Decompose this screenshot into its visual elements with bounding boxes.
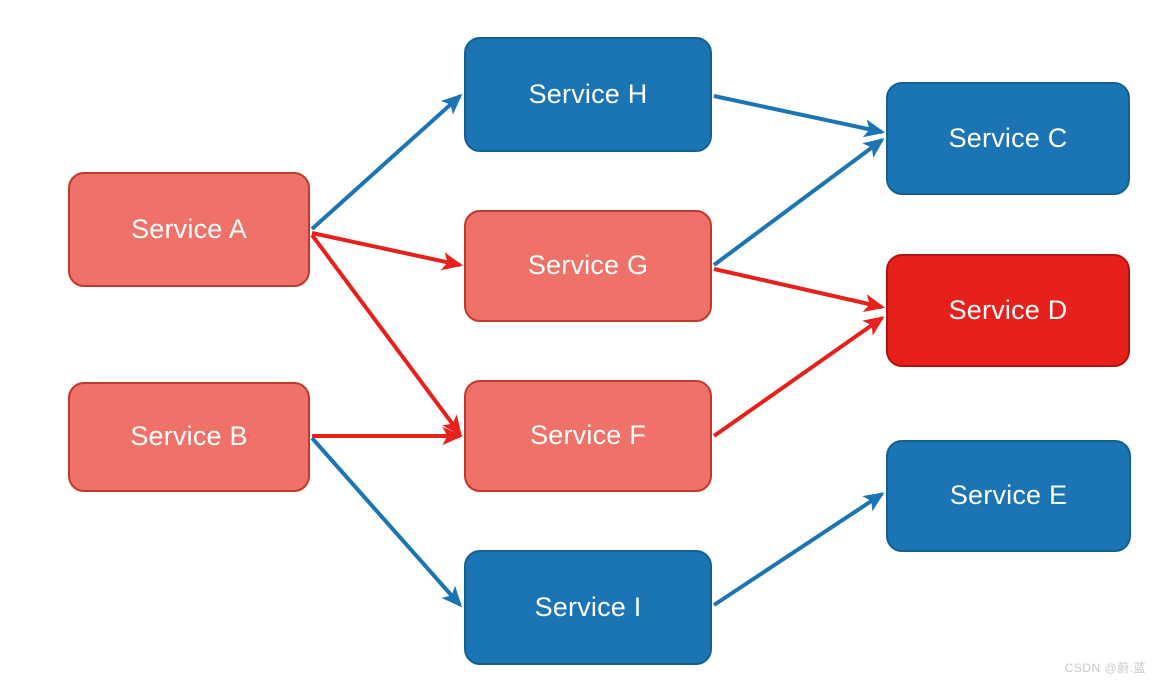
node-service-a[interactable]: Service A	[68, 172, 310, 287]
edge-f-to-d	[712, 316, 885, 438]
node-label: Service F	[530, 420, 646, 451]
node-service-g[interactable]: Service G	[464, 210, 712, 322]
node-label: Service E	[949, 480, 1068, 511]
edge-a-to-h	[310, 93, 463, 231]
node-service-h[interactable]: Service H	[464, 37, 712, 152]
node-label: Service B	[130, 421, 248, 452]
node-service-d[interactable]: Service D	[886, 254, 1130, 367]
node-service-b[interactable]: Service B	[68, 382, 310, 492]
edge-a-to-g	[311, 231, 464, 271]
node-service-e[interactable]: Service E	[886, 440, 1131, 552]
edge-i-to-e	[712, 492, 885, 607]
edge-a-to-f	[310, 233, 462, 437]
node-service-c[interactable]: Service C	[886, 82, 1130, 195]
node-label: Service H	[528, 78, 648, 109]
node-label: Service G	[527, 250, 649, 281]
edge-b-to-i	[310, 436, 463, 608]
edge-g-to-c	[712, 138, 885, 267]
watermark: CSDN @蔚.蓝	[1064, 661, 1146, 675]
node-label: Service I	[534, 591, 642, 622]
edge-h-to-c	[713, 94, 886, 138]
node-label: Service C	[948, 122, 1068, 153]
node-service-i[interactable]: Service I	[464, 550, 712, 665]
node-service-f[interactable]: Service F	[464, 380, 712, 492]
node-label: Service A	[131, 213, 247, 244]
node-label: Service D	[948, 294, 1068, 325]
edge-g-to-d	[713, 267, 886, 313]
